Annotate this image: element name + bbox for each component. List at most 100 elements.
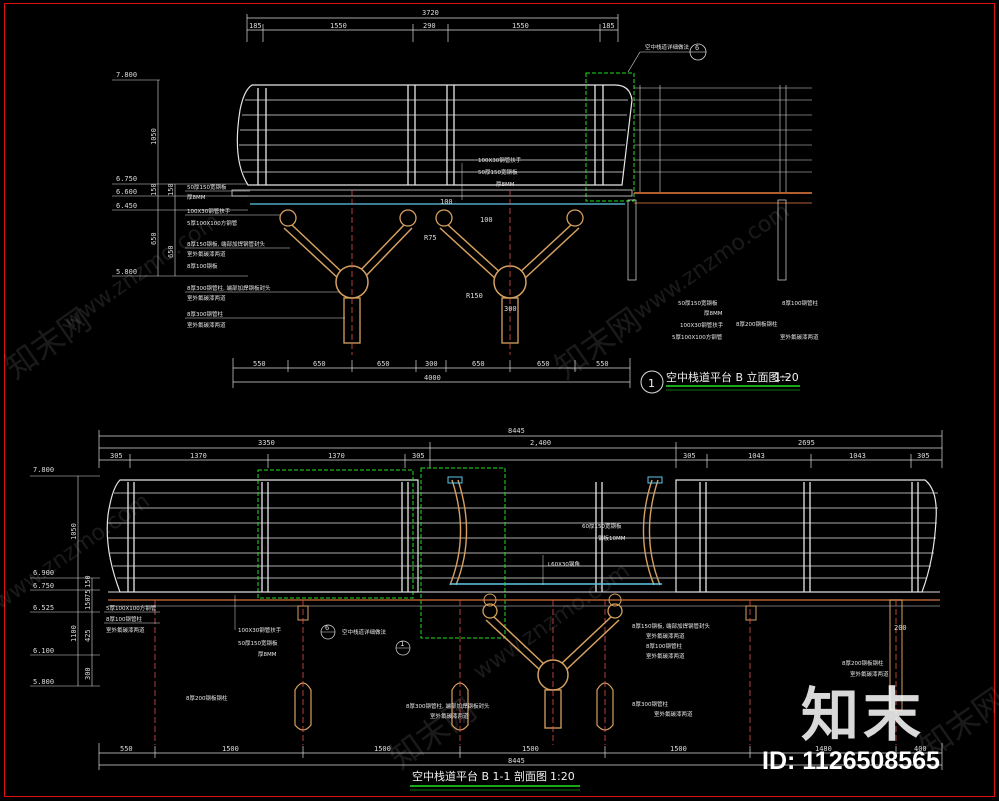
- detail-boundary: [585, 72, 635, 202]
- columns: [154, 599, 903, 745]
- rail-profile: [455, 479, 468, 586]
- drawing-title: 空中栈道平台 B 立面图一: [666, 370, 791, 384]
- dimension-label: 2695: [798, 439, 815, 447]
- level-mark: 6.100: [33, 647, 54, 655]
- dimension-label: 550: [596, 360, 609, 368]
- section-continuation: [634, 85, 812, 192]
- annotation: 100X30钢管扶手: [238, 626, 282, 634]
- level-lines: [112, 79, 248, 277]
- annotation: 室外氟碳漆两道: [850, 670, 889, 678]
- dimension-label: 305: [110, 452, 123, 460]
- drawing-scale: 1:20: [550, 770, 575, 783]
- dimension-label: 8445: [508, 757, 525, 765]
- annotation: 室外氟碳漆两道: [654, 710, 693, 718]
- annotation: 室外氟碳漆两道: [187, 250, 226, 258]
- watermark-id: ID: 1126508565: [762, 747, 940, 775]
- dimension-label: 150: [150, 183, 158, 196]
- level-mark: 6.450: [116, 202, 137, 210]
- dimension-label: 1500: [222, 745, 239, 753]
- rail-profile: [642, 479, 655, 586]
- notes-left: 50厚150宽钢板 厚8MM 100X30钢管扶手 5厚100X100方钢管 8…: [185, 183, 345, 329]
- level-mark: 7.800: [33, 466, 54, 474]
- dimension-label: 75: [84, 590, 92, 598]
- annotation: L60X30钢角: [548, 560, 580, 568]
- detail-boundary: [257, 469, 414, 599]
- level-mark: 5.800: [116, 268, 137, 276]
- watermark-text: www.znzmo.com: [0, 489, 155, 615]
- railing-outline: [675, 479, 937, 593]
- rail-profile: [449, 479, 462, 586]
- dimension-label: 150: [84, 597, 92, 610]
- dimension-label: 300: [425, 360, 438, 368]
- annotation: 钢板10MM: [598, 534, 626, 542]
- callout-number: 1: [400, 640, 404, 648]
- dimension-label: 185: [602, 22, 615, 30]
- dimension-label: 1500: [670, 745, 687, 753]
- dimension-label: 150: [84, 575, 92, 588]
- railing-rails: [108, 492, 938, 579]
- dimension-label: 1100: [70, 625, 78, 642]
- level-lines: [30, 475, 100, 687]
- level-mark: 6.750: [33, 582, 54, 590]
- dimension-label: 550: [120, 745, 133, 753]
- detail-boundary: [420, 467, 506, 639]
- annotation: 室外氟碳漆两道: [780, 333, 819, 341]
- level-mark: 6.750: [116, 175, 137, 183]
- level-mark: 6.900: [33, 569, 54, 577]
- dimension-label: 650: [167, 245, 175, 258]
- section-drawing: 8445 3350 2,400 2695 305 1370 1370 305 3…: [30, 427, 943, 791]
- drawing-index: 1: [648, 377, 655, 390]
- railing-posts: [257, 85, 604, 185]
- dimension-label: 650: [313, 360, 326, 368]
- deck-plate: [231, 189, 633, 197]
- handrail-cap: [447, 476, 463, 484]
- dimension-label: 3350: [258, 439, 275, 447]
- annotation: 8厚150钢板, 端部加焊钢管封头: [187, 240, 265, 248]
- annotation: 8厚200钢板钢柱: [842, 659, 884, 667]
- dimension-label: 300: [84, 667, 92, 680]
- railing-rails: [239, 99, 628, 173]
- annotation: 8厚200钢板钢柱: [736, 320, 778, 328]
- annotation: 8厚100钢管柱: [782, 299, 818, 307]
- annotation: 8厚300钢管柱: [187, 310, 223, 318]
- dimension-label: 1500: [374, 745, 391, 753]
- annotation: 8厚300钢管柱, 端部加焊钢板封头: [406, 702, 490, 710]
- dimension-label: 1043: [849, 452, 866, 460]
- railing-posts: [127, 482, 919, 592]
- level-mark: 6.600: [116, 188, 137, 196]
- watermark-text: 知末网: [548, 300, 648, 386]
- drawing-scale: 1:20: [774, 371, 799, 384]
- callout-label: 空中栈道详细做法: [645, 43, 690, 51]
- level-mark: 7.800: [116, 71, 137, 79]
- annotation: 50厚150宽钢板: [678, 299, 718, 307]
- tree-support-left: [279, 190, 417, 355]
- annotation: 空中栈道详细做法: [342, 628, 387, 636]
- annotation: 100X30钢管扶手: [187, 207, 231, 215]
- annotation: 室外氟碳漆两道: [187, 321, 226, 329]
- railing-outline: [236, 84, 633, 186]
- annotation: 8厚200钢板钢柱: [186, 694, 228, 702]
- rail-profile: [648, 479, 661, 586]
- handrail-cap: [647, 476, 663, 484]
- callout-number: 6: [325, 624, 329, 632]
- drawing-index-circle: [640, 370, 664, 394]
- annotation: 厚8MM: [258, 651, 277, 658]
- drawing-title: 空中栈道平台 B 1-1 剖面图: [412, 769, 547, 783]
- annotation: 100X30钢管扶手: [680, 321, 724, 329]
- annotation: 室外氟碳漆两道: [106, 626, 145, 634]
- notes-right: 50厚150宽钢板 厚8MM 100X30钢管扶手 5厚100X100方钢管 8…: [672, 299, 819, 341]
- dimension-label: 1043: [748, 452, 765, 460]
- side-column: [777, 199, 787, 281]
- dimension-label: 200: [894, 624, 907, 632]
- dimension-label: 425: [84, 629, 92, 642]
- dimension-label: 2,400: [530, 439, 551, 447]
- dimension-label: R75: [424, 234, 437, 242]
- elevation-drawing: 3720 185 1550 290 1550 185 6 空中栈道详细做法: [112, 9, 819, 394]
- drawing-frame: [4, 3, 995, 797]
- dimension-label: 1050: [150, 128, 158, 145]
- annotation: 厚8MM: [704, 310, 723, 317]
- annotation: 50厚150宽钢板: [187, 183, 227, 191]
- dimension-label: 305: [412, 452, 425, 460]
- annotation: 室外氟碳漆两道: [430, 712, 469, 720]
